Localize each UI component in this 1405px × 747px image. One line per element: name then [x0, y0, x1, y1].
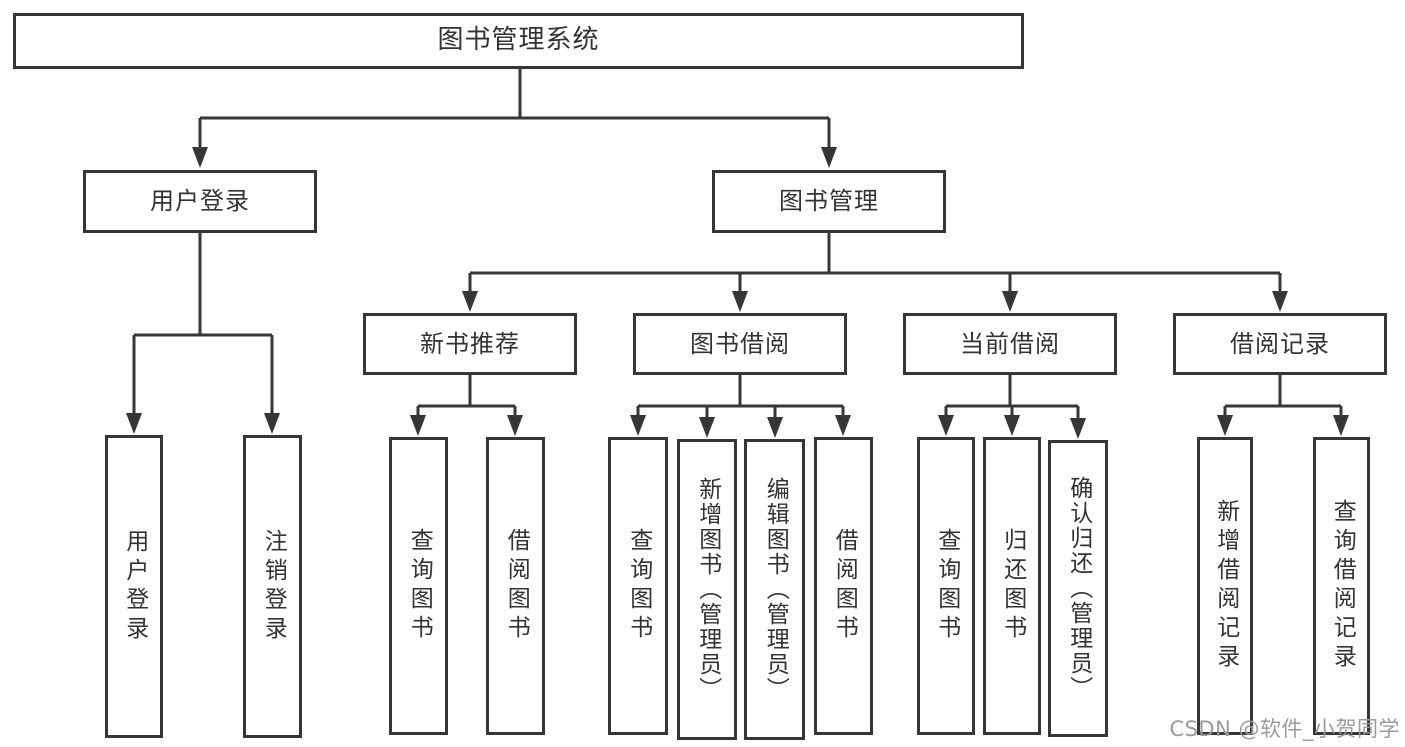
connector-book-management	[468, 233, 1282, 293]
csdn-watermark: CSDN @软件_小贺同学	[1169, 717, 1400, 741]
node-borrow-books-recommend: 借阅图书	[486, 437, 545, 735]
node-library-system: 图书管理系统	[13, 13, 1024, 69]
node-query-books-current: 查询图书	[917, 437, 975, 735]
node-logout: 注销登录	[243, 435, 302, 738]
node-add-book-admin: 新增图书（管理员）	[677, 439, 737, 740]
connector-user-login	[132, 233, 274, 415]
connector-new-book-recommend	[416, 375, 517, 417]
node-new-book-recommend: 新书推荐	[363, 313, 577, 375]
node-user-login: 用户登录	[83, 170, 317, 233]
node-return-books: 归还图书	[983, 437, 1041, 735]
node-add-borrow-record: 新增借阅记录	[1197, 437, 1253, 735]
node-book-borrowing: 图书借阅	[633, 313, 847, 375]
connector-current-borrowing	[944, 375, 1080, 420]
node-borrow-books-borrowing: 借阅图书	[814, 437, 873, 735]
node-query-books-borrowing: 查询图书	[608, 437, 668, 735]
connector-book-borrowing	[636, 375, 845, 419]
node-current-borrowing: 当前借阅	[903, 313, 1117, 375]
node-query-books-recommend: 查询图书	[389, 437, 448, 735]
arrowheads	[126, 147, 1349, 439]
connector-root	[198, 67, 831, 149]
node-user-login-leaf: 用户登录	[105, 435, 163, 738]
node-borrowing-records: 借阅记录	[1173, 313, 1387, 375]
node-book-management: 图书管理	[712, 170, 946, 233]
node-edit-book-admin: 编辑图书（管理员）	[744, 439, 805, 740]
node-confirm-return-admin: 确认归还（管理员）	[1048, 440, 1108, 737]
node-query-borrow-record: 查询借阅记录	[1313, 437, 1370, 735]
connector-borrowing-records	[1223, 375, 1343, 417]
